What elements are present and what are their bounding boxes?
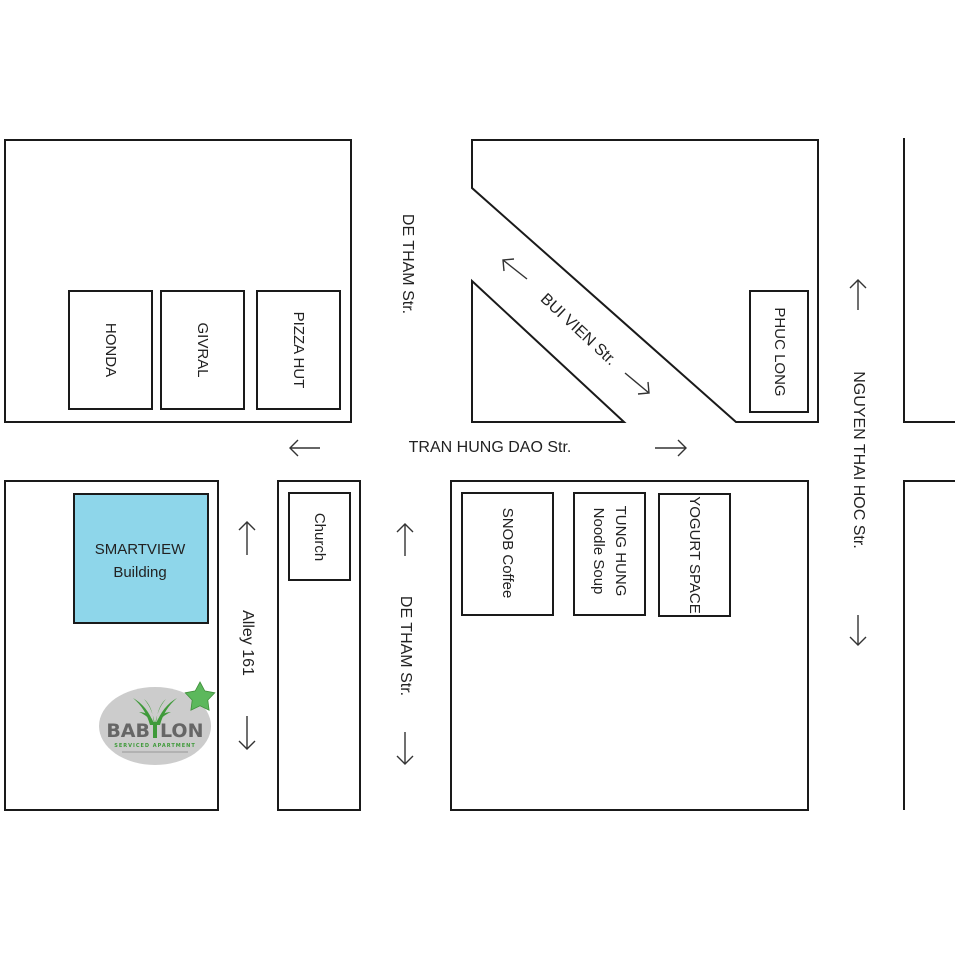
de-tham-south-label: DE THAM Str. bbox=[397, 596, 414, 696]
star-icon bbox=[184, 681, 216, 711]
arrow-down-icon bbox=[396, 732, 414, 765]
church-label: Church bbox=[311, 513, 328, 561]
block-north-bui-vien bbox=[471, 139, 819, 423]
arrow-down-icon bbox=[238, 716, 256, 750]
nguyen-thai-hoc-label: NGUYEN THAI HOC Str. bbox=[850, 371, 867, 549]
babylon-logo: BAB LON SERVICED APARTMENT bbox=[99, 681, 216, 765]
snob-coffee-shop bbox=[461, 492, 554, 616]
phuc-long-label: PHUC LONG bbox=[771, 307, 788, 396]
givral-label: GIVRAL bbox=[194, 322, 211, 377]
smartview-label-line1: SMARTVIEW bbox=[95, 541, 186, 558]
de-tham-north-label: DE THAM Str. bbox=[399, 214, 416, 314]
block-northeast-edge bbox=[903, 138, 955, 423]
arrow-right-icon bbox=[655, 439, 687, 457]
logo-name-left: BAB bbox=[106, 720, 150, 742]
arrow-up-left-icon bbox=[502, 258, 528, 280]
pizza-hut-shop bbox=[256, 290, 341, 410]
yogurt-space-label: YOGURT SPACE bbox=[686, 496, 703, 614]
arrow-left-icon bbox=[289, 439, 320, 457]
block-far-southeast-edge bbox=[903, 480, 955, 810]
arrow-down-icon bbox=[849, 615, 867, 646]
smartview-label-line2: Building bbox=[113, 564, 166, 581]
smartview-building bbox=[73, 493, 209, 624]
arrow-up-icon bbox=[396, 523, 414, 556]
tran-hung-dao-label: TRAN HUNG DAO Str. bbox=[409, 439, 572, 456]
honda-label: HONDA bbox=[102, 323, 119, 377]
phuc-long-shop bbox=[749, 290, 809, 413]
snob-coffee-label: SNOB Coffee bbox=[499, 508, 516, 599]
givral-shop bbox=[160, 290, 245, 410]
alley-161-label: Alley 161 bbox=[239, 610, 256, 676]
block-bui-vien-triangle bbox=[471, 278, 627, 423]
palm-leaves-icon bbox=[133, 698, 177, 725]
logo-name-right: LON bbox=[160, 720, 203, 742]
pizza-hut-label: PIZZA HUT bbox=[290, 312, 307, 389]
honda-shop bbox=[68, 290, 153, 410]
tung-hung-shop bbox=[573, 492, 646, 616]
tung-hung-label-line2: Noodle Soup bbox=[590, 508, 607, 595]
tung-hung-label-line1: TUNG HUNG bbox=[612, 506, 629, 597]
arrow-up-icon bbox=[849, 279, 867, 310]
church-shop bbox=[288, 492, 351, 581]
logo-tagline: SERVICED APARTMENT bbox=[114, 743, 196, 749]
logo-palm-trunk bbox=[153, 722, 157, 738]
arrow-down-right-icon bbox=[624, 372, 650, 395]
yogurt-space-shop bbox=[658, 493, 731, 617]
arrow-up-icon bbox=[238, 521, 256, 555]
